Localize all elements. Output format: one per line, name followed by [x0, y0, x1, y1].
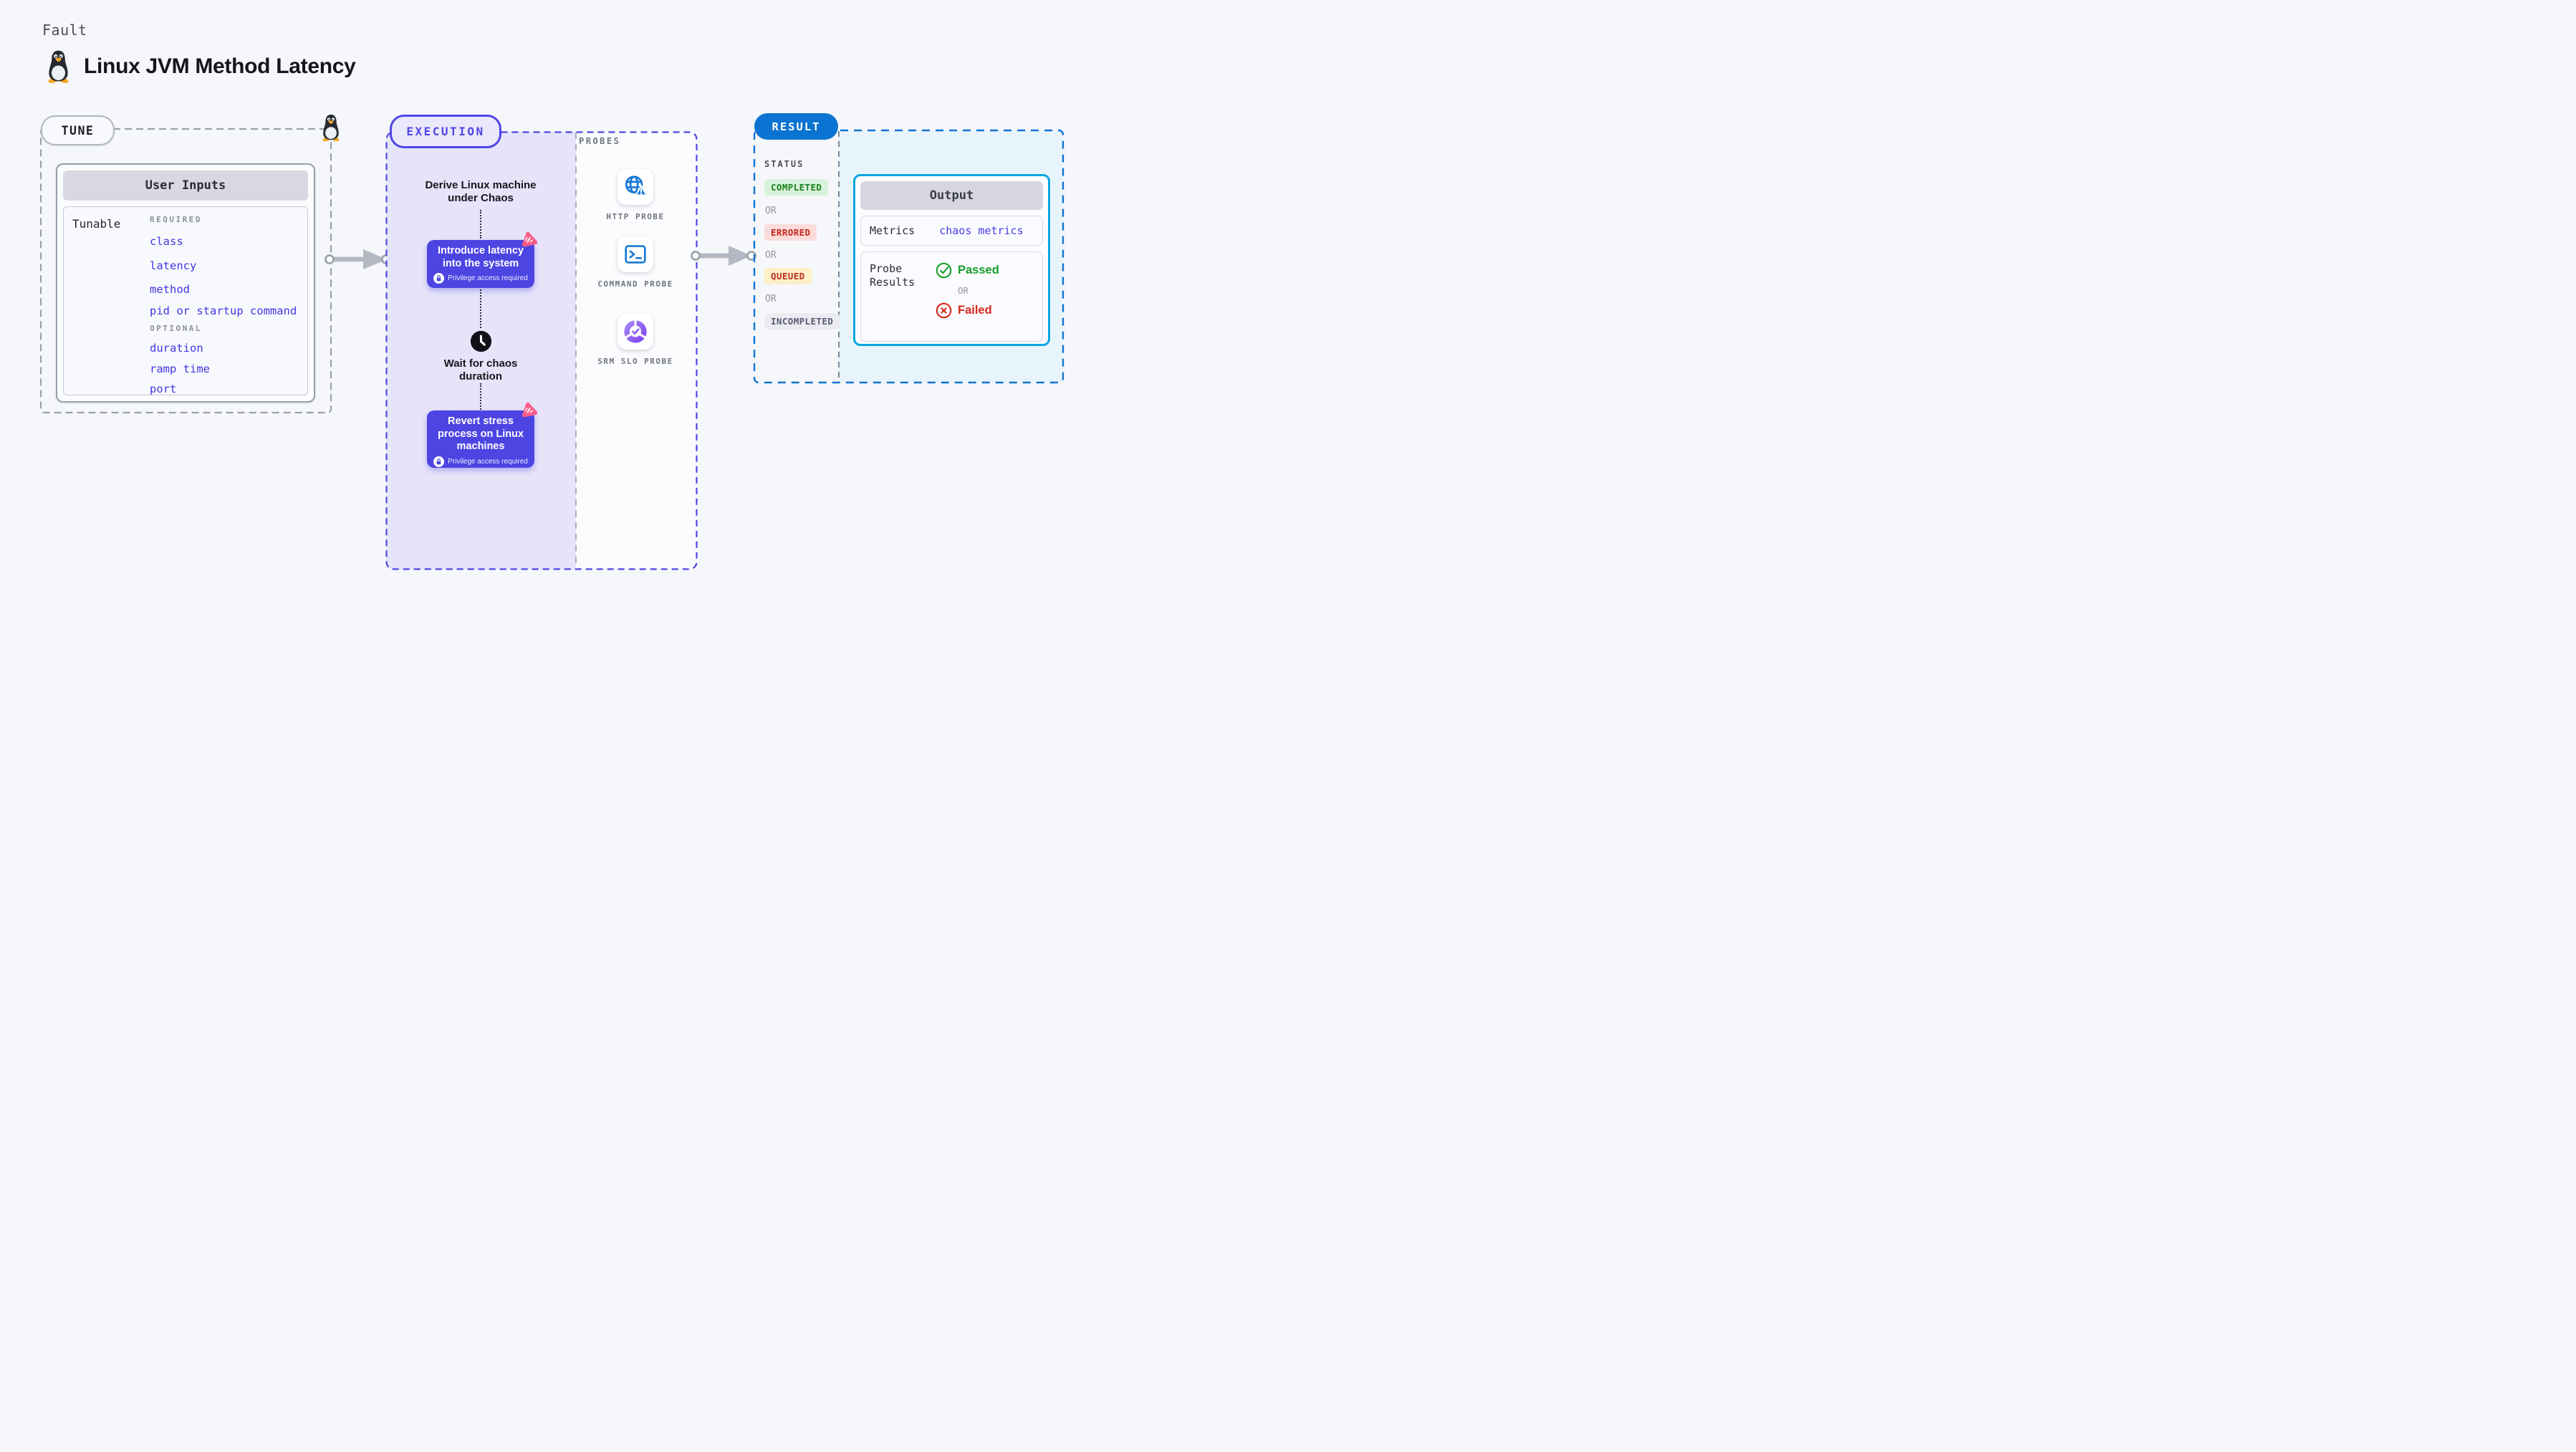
probe-results-row: Probe Results Passed OR Failed: [860, 251, 1043, 342]
step-label: Introduce latency into the system: [437, 245, 524, 269]
privilege-note: Privilege access required: [448, 274, 528, 282]
result-badge: RESULT: [754, 113, 838, 140]
step-revert-stress: Revert stress process on Linux machines …: [427, 410, 534, 468]
connector-dotted: [480, 383, 481, 410]
status-badge-incompleted: INCOMPLETED: [764, 313, 840, 330]
user-inputs-header: User Inputs: [63, 170, 308, 201]
failed-label: Failed: [958, 304, 992, 317]
step-label: Revert stress process on Linux machines: [437, 415, 524, 452]
tunable-link-method[interactable]: method: [150, 283, 190, 296]
clock-icon: [470, 330, 492, 352]
chaos-fault-icon: [521, 402, 537, 418]
linux-penguin-icon: [44, 49, 72, 83]
http-probe-card: [617, 169, 653, 205]
tunable-link-pid[interactable]: pid or startup command: [150, 304, 297, 317]
command-probe-card: [617, 236, 653, 272]
tunable-link-class[interactable]: class: [150, 235, 183, 248]
srm-slo-probe-card: [617, 314, 653, 350]
probes-section-label: PROBES: [579, 136, 621, 146]
fault-diagram-page: Fault Linux JVM Method Latency TUNE User…: [0, 0, 1103, 622]
tunable-link-port[interactable]: port: [150, 383, 177, 395]
status-badge-queued: QUEUED: [764, 268, 812, 284]
required-section-label: REQUIRED: [150, 215, 202, 224]
metrics-label: Metrics: [870, 224, 915, 237]
status-or: OR: [765, 206, 777, 216]
flow-arrow-icon: [691, 246, 756, 266]
srm-slo-probe-label: SRM SLO PROBE: [597, 357, 673, 366]
passed-label: Passed: [958, 264, 999, 277]
user-inputs-card: User Inputs Tunable REQUIRED class laten…: [56, 163, 315, 403]
execution-badge: EXECUTION: [390, 115, 501, 148]
metrics-row: Metrics chaos metrics: [860, 216, 1043, 246]
linux-penguin-icon: [319, 112, 342, 143]
tune-badge: TUNE: [41, 115, 115, 145]
probe-result-passed: Passed: [936, 262, 999, 279]
status-or: OR: [765, 294, 777, 304]
tunable-label: Tunable: [72, 217, 121, 231]
flow-arrow-icon: [325, 249, 391, 269]
page-title: Linux JVM Method Latency: [84, 54, 356, 78]
result-dashed-box: [753, 129, 1064, 384]
status-badge-errored: ERRORED: [764, 224, 817, 241]
command-probe-label: COMMAND PROBE: [597, 279, 673, 289]
step-introduce-latency: Introduce latency into the system Privil…: [427, 240, 534, 288]
probe-result-or: OR: [958, 285, 969, 296]
slo-gauge-icon: [622, 318, 649, 345]
connector-dotted: [480, 289, 481, 328]
tunable-link-ramp-time[interactable]: ramp time: [150, 362, 210, 375]
output-card: Output Metrics chaos metrics Probe Resul…: [853, 174, 1050, 346]
x-circle-icon: [936, 302, 952, 319]
terminal-icon: [622, 241, 649, 268]
probe-result-failed: Failed: [936, 302, 999, 319]
status-label: STATUS: [764, 159, 804, 169]
tunable-link-duration[interactable]: duration: [150, 342, 203, 355]
execution-dashed-box: [385, 131, 698, 570]
check-circle-icon: [936, 262, 952, 279]
status-or: OR: [765, 250, 777, 261]
lock-icon: [433, 456, 444, 467]
metrics-value: chaos metrics: [939, 224, 1024, 237]
status-badge-completed: COMPLETED: [764, 179, 829, 196]
tunable-link-latency[interactable]: latency: [150, 259, 197, 272]
output-header: Output: [860, 181, 1043, 210]
step-derive-machine: Derive Linux machine under Chaos: [425, 179, 537, 204]
lock-icon: [433, 273, 444, 284]
fault-kind-label: Fault: [42, 21, 87, 39]
http-probe-label: HTTP PROBE: [606, 212, 665, 221]
step-wait-duration: Wait for chaos duration: [443, 357, 518, 383]
probe-results-label: Probe Results: [870, 262, 915, 289]
privilege-note: Privilege access required: [448, 457, 528, 466]
tune-dashed-box: [39, 128, 332, 414]
optional-section-label: OPTIONAL: [150, 324, 202, 333]
chaos-fault-icon: [521, 231, 537, 248]
globe-alert-icon: [622, 173, 649, 201]
user-inputs-table: Tunable REQUIRED class latency method pi…: [63, 206, 308, 395]
connector-dotted: [480, 210, 481, 239]
